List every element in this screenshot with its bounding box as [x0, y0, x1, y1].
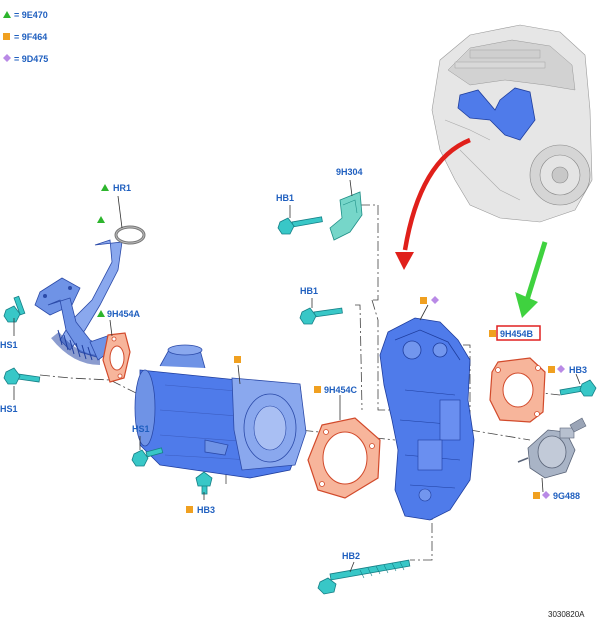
legend-9f464: = 9F464 [14, 32, 47, 42]
label-hb3-right: HB3 [569, 365, 587, 375]
label-9h454a: 9H454A [107, 309, 141, 319]
label-hs1-left-bottom: HS1 [0, 404, 18, 414]
legend-9d475: = 9D475 [14, 54, 48, 64]
actuator-9g488 [517, 417, 587, 479]
bolt-hb1-mid [299, 307, 343, 325]
triangle-icon [3, 11, 11, 18]
label-hr1: HR1 [113, 183, 131, 193]
label-9h454b: 9H454B [500, 329, 534, 339]
green-arrow [524, 241, 548, 301]
engine-inset [431, 24, 593, 223]
label-hs1-left-top: HS1 [0, 340, 18, 350]
square-icon [548, 366, 555, 373]
label-9g488: 9G488 [553, 491, 580, 501]
legend: = 9E470 = 9F464 = 9D475 [3, 10, 48, 64]
egr-valve-housing [379, 317, 475, 521]
bolt-hs1-left-bottom [3, 367, 41, 385]
label-9h304: 9H304 [336, 167, 363, 177]
red-arrow [402, 137, 471, 251]
triangle-icon [97, 216, 105, 223]
diamond-icon [542, 491, 550, 499]
label-9h454c: 9H454C [324, 385, 358, 395]
bolt-hb1-top [277, 216, 323, 235]
square-icon [3, 33, 10, 40]
diamond-icon [3, 54, 11, 62]
square-icon [420, 297, 427, 304]
bolt-hb3-bottom [195, 471, 213, 495]
square-icon [489, 330, 496, 337]
gasket-9h454a [102, 332, 131, 383]
triangle-icon [101, 184, 109, 191]
triangle-icon [97, 310, 105, 317]
engine-egr-highlight [457, 87, 536, 141]
callouts: HR1 9H304 HB1 HB1 HS1 HS1 9H454A HS1 HB3… [0, 167, 587, 561]
gasket-9h454b [489, 357, 546, 423]
egr-cooler [134, 344, 307, 479]
label-hb1-top: HB1 [276, 193, 294, 203]
pipe-bellows [51, 329, 101, 365]
red-arrowhead [395, 252, 414, 270]
label-hb2: HB2 [342, 551, 360, 561]
label-hs1-center: HS1 [132, 424, 150, 434]
highlight-box [496, 325, 541, 341]
diamond-icon [431, 296, 439, 304]
green-arrowhead [515, 292, 538, 318]
square-icon [314, 386, 321, 393]
label-hb1-mid: HB1 [300, 286, 318, 296]
square-icon [186, 506, 193, 513]
square-icon [533, 492, 540, 499]
label-hb3-bottom: HB3 [197, 505, 215, 515]
square-icon [234, 356, 241, 363]
leader-lines [13, 179, 581, 573]
diamond-icon [557, 365, 565, 373]
bracket-9h304 [329, 191, 363, 241]
figure-number: 3030820A [548, 610, 585, 619]
bolt-hb2 [317, 559, 411, 595]
bolt-hs1-left-top [3, 295, 26, 323]
gasket-9h454c [307, 417, 381, 499]
legend-9e470: = 9E470 [14, 10, 48, 20]
bolt-hb3-right [559, 379, 597, 397]
bolt-hs1-center [131, 447, 164, 467]
